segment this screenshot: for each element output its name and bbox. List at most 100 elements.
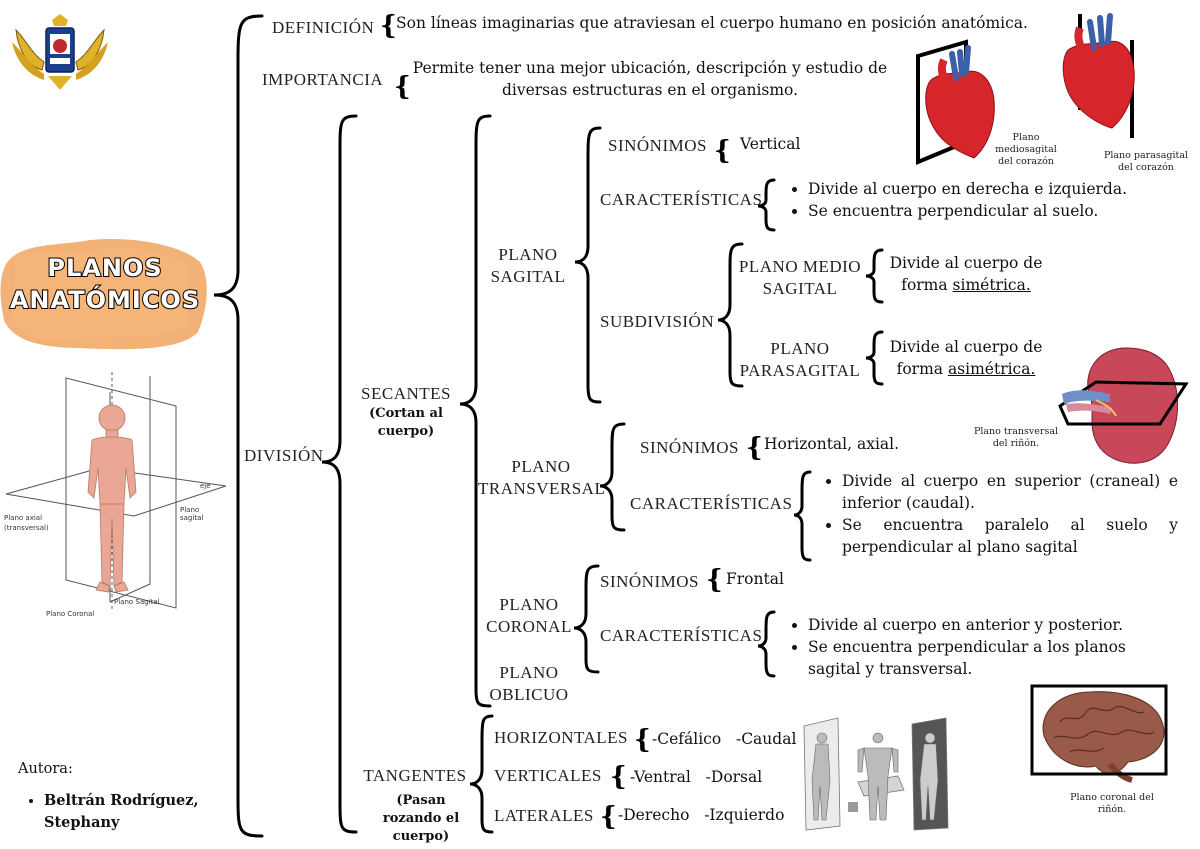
medio-sagital-label: PLANO MEDIO SAGITAL [738, 256, 862, 300]
sagital-subdivision-label: SUBDIVISIÓN [600, 312, 715, 331]
transversal-caracteristica: Se encuentra paralelo al suelo y perpend… [842, 514, 1178, 558]
parasagital-text: Divide al cuerpo de forma asimétrica. [884, 336, 1048, 380]
medio-sagital-text-line1: Divide al cuerpo de [889, 254, 1043, 272]
laterales-label: LATERALES [494, 806, 594, 825]
coronal-caracteristica: Se encuentra perpendicular a los planos … [808, 636, 1158, 680]
sagital-label: PLANO SAGITAL [484, 244, 572, 288]
svg-text:Plano Sagital: Plano Sagital [114, 598, 160, 606]
sagital-caracteristica: Divide al cuerpo en derecha e izquierda. [808, 178, 1168, 200]
transversal-caracteristicas-list: Divide al cuerpo en superior (craneal) e… [816, 470, 1178, 558]
parasagital-text-prefix: forma [896, 360, 948, 378]
transversal-label-line1: PLANO [511, 457, 571, 476]
coronal-brace [573, 564, 600, 674]
division-brace [321, 114, 358, 834]
heart-parasagital-image [1062, 13, 1135, 138]
verticales-value: -Ventral -Dorsal [630, 768, 763, 786]
coronal-label-line1: PLANO [499, 595, 559, 614]
transversal-caracteristica: Divide al cuerpo en superior (craneal) e… [842, 470, 1178, 514]
sagital-caracteristica: Se encuentra perpendicular al suelo. [808, 200, 1168, 222]
horizontales-label: HORIZONTALES [494, 728, 629, 747]
parasagital-text-line1: Divide al cuerpo de [889, 338, 1043, 356]
medio-sagital-label-line2: SAGITAL [762, 279, 838, 298]
sagital-brace [574, 126, 602, 404]
medio-brace [865, 248, 884, 304]
importancia-label: IMPORTANCIA [262, 70, 384, 89]
body-planes-figure: Plano axial (transversal) Plano sagital … [4, 372, 227, 618]
oblicuo-label-line1: PLANO [499, 663, 559, 682]
definicion-text: Son líneas imaginarias que atraviesan el… [396, 14, 1028, 32]
heart-mediosagital-caption: Plano mediosagital del corazón [995, 132, 1057, 167]
svg-text:sagital: sagital [180, 514, 203, 522]
title-line1: PLANOS [46, 253, 163, 283]
transversal-sinonimos-value: Horizontal, axial. [764, 435, 900, 453]
kidney-transversal-image [1058, 347, 1189, 464]
author-label: Autora: [18, 761, 73, 777]
title-line2: ANATÓMICOS [9, 285, 201, 315]
svg-text:{: { [714, 136, 731, 166]
medio-sagital-text-prefix: forma [901, 276, 953, 294]
medio-sagital-text-word: simétrica. [952, 276, 1031, 294]
heart-mediosagital-image [916, 39, 995, 165]
sagital-sinonimos-label: SINÓNIMOS [608, 136, 707, 155]
coronal-caracteristicas-list: Divide al cuerpo en anterior y posterior… [782, 614, 1158, 680]
horizontales-value: -Cefálico -Caudal [652, 730, 797, 748]
division-label: DIVISIÓN [244, 446, 324, 465]
definicion-label: DEFINICIÓN [272, 18, 375, 37]
transversal-label: PLANO TRANSVERSAL [478, 456, 606, 500]
svg-text:{: { [600, 802, 617, 832]
tangent-planes-figure [803, 717, 949, 831]
oblicuo-label-line2: OBLICUO [489, 685, 569, 704]
svg-text:{: { [634, 725, 651, 755]
parasagital-text-word: asimétrica. [947, 360, 1036, 378]
trans-car-brace [793, 470, 812, 562]
main-brace [213, 14, 264, 838]
secantes-note: (Cortan al cuerpo) [369, 406, 443, 439]
tangentes-label: TANGENTES [363, 766, 467, 785]
cor-car-brace [757, 610, 776, 678]
svg-text:{: { [706, 565, 723, 595]
university-logo [12, 14, 108, 90]
sagital-caracteristicas-list: Divide al cuerpo en derecha e izquierda.… [782, 178, 1168, 222]
svg-text:{: { [610, 762, 627, 792]
svg-text:Plano axial: Plano axial [4, 514, 42, 522]
verticales-label: VERTICALES [494, 766, 602, 785]
tangentes-note: (Pasan rozando el cuerpo) [382, 793, 460, 844]
para-brace [865, 330, 884, 386]
brain-coronal-image [1030, 684, 1168, 783]
svg-text:Plano Coronal: Plano Coronal [46, 610, 94, 618]
sagital-label-line2: SAGITAL [490, 267, 566, 286]
sagital-caracteristicas-label: CARACTERÍSTICAS [600, 190, 763, 209]
coronal-caracteristicas-label: CARACTERÍSTICAS [600, 626, 763, 645]
secantes-brace [459, 114, 492, 708]
kidney-caption: Plano transversal del riñón. [973, 426, 1059, 449]
coronal-label: PLANO CORONAL [484, 594, 574, 638]
coronal-label-line2: CORONAL [486, 617, 572, 636]
transversal-label-line2: TRANSVERSAL [478, 479, 606, 498]
parasagital-label-line1: PLANO [770, 339, 830, 358]
title-splash [0, 238, 207, 350]
svg-text:{: { [746, 433, 763, 463]
secantes-label: SECANTES [361, 384, 451, 403]
tangentes-brace [469, 714, 494, 834]
svg-text:Plano: Plano [180, 506, 199, 514]
title: PLANOS ANATÓMICOS [0, 252, 210, 316]
svg-text:(transversal): (transversal) [4, 524, 49, 532]
transversal-brace [599, 422, 626, 532]
parasagital-label-line2: PARASAGITAL [739, 361, 861, 380]
parasagital-label: PLANO PARASAGITAL [738, 338, 862, 382]
svg-text:{: { [380, 11, 397, 41]
author-list: Beltrán Rodríguez, Stephany [18, 790, 244, 834]
svg-text:{: { [394, 72, 411, 102]
heart-parasagital-caption: Plano parasagital del corazón [1103, 150, 1189, 173]
medio-sagital-label-line1: PLANO MEDIO [738, 257, 862, 276]
transversal-caracteristicas-label: CARACTERÍSTICAS [630, 494, 793, 513]
subdivision-brace [717, 242, 744, 388]
coronal-sinonimos-label: SINÓNIMOS [600, 572, 699, 591]
medio-sagital-text: Divide al cuerpo de forma simétrica. [884, 252, 1048, 296]
laterales-value: -Derecho -Izquierdo [618, 806, 785, 824]
svg-text:eje: eje [200, 482, 211, 490]
sag-car-brace [757, 178, 776, 232]
sagital-sinonimos-value: Vertical [740, 135, 801, 153]
brain-caption: Plano coronal del riñón. [1070, 792, 1154, 815]
